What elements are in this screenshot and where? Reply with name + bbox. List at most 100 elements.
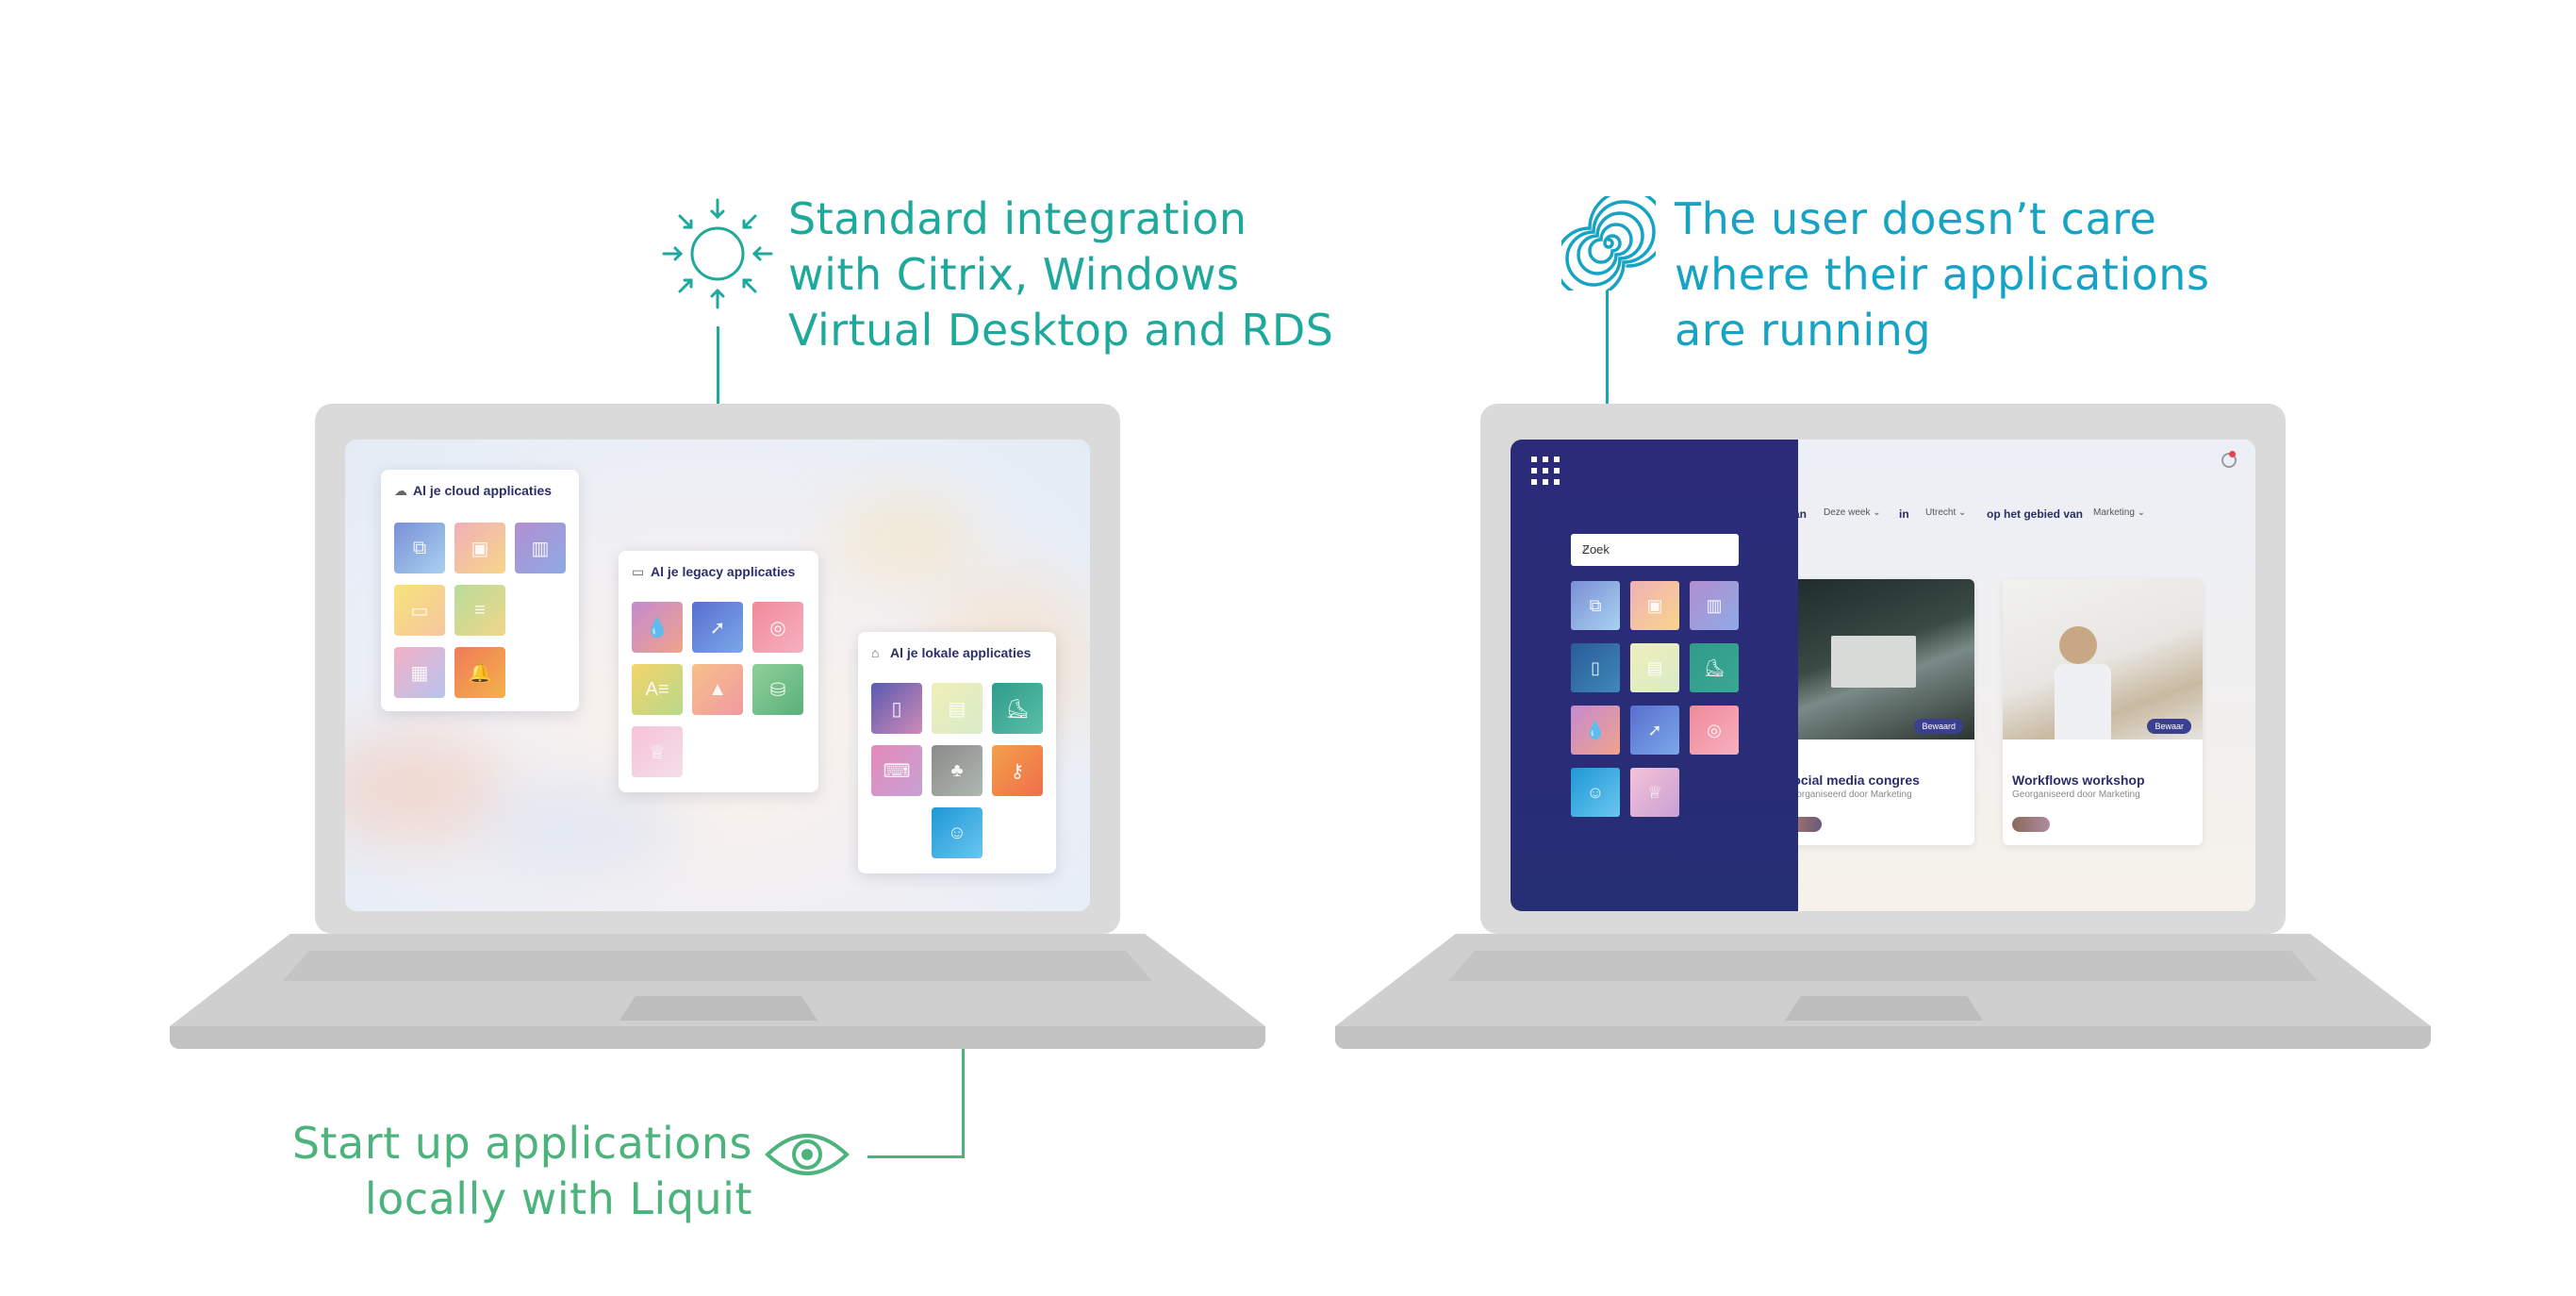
app-tile-book[interactable]: ▯ <box>871 683 922 734</box>
right-laptop-base <box>1335 1026 2431 1049</box>
user-connector-line <box>1606 291 1609 485</box>
left-laptop-keyboard <box>283 951 1152 981</box>
left-laptop-base <box>170 1026 1265 1049</box>
event-card-workflows[interactable]: Bewaar Workflows workshop Georganiseerd … <box>2003 579 2203 845</box>
integration-caption-line-2: with Citrix, Windows <box>788 249 1240 300</box>
app-tile-text[interactable]: A≡ <box>632 664 683 715</box>
local-caption-line-2: locally with Liquit <box>364 1173 752 1224</box>
event-title: Workflows workshop <box>2012 773 2145 788</box>
signal-icon: ◎ <box>769 617 786 639</box>
calendar-icon: ▦ <box>410 662 429 684</box>
filter-city[interactable]: Utrecht ⌄ <box>1925 507 1967 518</box>
book-icon: ▯ <box>1591 657 1600 677</box>
clipboard-icon: ▤ <box>1646 657 1663 677</box>
app-tile-shapes[interactable]: ⧉ <box>394 523 445 573</box>
legacy-apps-title: Al je legacy applicaties <box>651 564 796 579</box>
integration-caption-line-1: Standard integration <box>788 193 1247 244</box>
sun-icon <box>662 198 773 309</box>
drop-icon: 💧 <box>1584 720 1607 739</box>
app-tile-signal[interactable]: ◎ <box>1690 706 1739 755</box>
app-tile-layers[interactable]: ≡ <box>454 585 505 636</box>
legacy-apps-card: ▭ Al je legacy applicaties 💧 ➚ ◎ A≡ ▲ ⛁ ♕ <box>619 551 818 792</box>
app-tile-clipboard[interactable]: ▤ <box>932 683 983 734</box>
right-laptop-trackpad <box>1785 996 1983 1021</box>
app-tile-drop[interactable]: 💧 <box>632 602 683 653</box>
app-tile-basket[interactable]: ♕ <box>632 726 683 777</box>
book-icon: ▯ <box>891 698 902 720</box>
basket-icon: ♕ <box>649 741 666 763</box>
event-title: Social media congres <box>1784 773 1920 788</box>
fingerprint-icon <box>1561 196 1656 291</box>
shoe-icon: ⛸ <box>1703 657 1726 677</box>
app-tile-cursor[interactable]: ➚ <box>692 602 743 653</box>
database-icon: ⛁ <box>769 679 786 701</box>
chart-icon: ▥ <box>1706 595 1723 615</box>
chat-icon: ▭ <box>410 600 429 622</box>
feed-phrase: op het gebied van <box>1987 507 2084 521</box>
shapes-icon: ⧉ <box>412 537 427 558</box>
app-tile-book[interactable]: ▯ <box>1571 643 1620 692</box>
app-grid-icon[interactable] <box>1529 455 1561 487</box>
app-tile-chart[interactable]: ▥ <box>1690 581 1739 630</box>
app-tile-shoe[interactable]: ⛸ <box>1690 643 1739 692</box>
app-tile-key[interactable]: ⚷ <box>992 745 1043 796</box>
event-badge[interactable]: Bewaar <box>2147 719 2191 734</box>
app-tile-chart[interactable]: ▥ <box>515 523 566 573</box>
filter-week[interactable]: Deze week ⌄ <box>1824 507 1881 518</box>
app-tile-basket[interactable]: ♕ <box>1630 768 1679 817</box>
local-caption-line-1: Start up applications <box>291 1118 752 1169</box>
clipboard-icon: ▤ <box>948 698 966 720</box>
app-tile-database[interactable]: ⛁ <box>752 664 803 715</box>
cone-icon: ▲ <box>708 678 727 700</box>
user-caption: The user doesn’t care where their applic… <box>1675 191 2209 358</box>
event-subtitle: Georganiseerd door Marketing <box>2012 789 2140 800</box>
app-tile-clipboard[interactable]: ▤ <box>1630 643 1679 692</box>
user-caption-line-2: where their applications <box>1675 249 2210 300</box>
app-tile-calendar[interactable]: ▦ <box>394 647 445 698</box>
app-tile-bell[interactable]: 🔔 <box>454 647 505 698</box>
cloud-apps-card: ☁Al je cloud applicaties ⧉ ▣ ▥ ▭ ≡ ▦ 🔔 <box>381 470 579 711</box>
signal-icon: ◎ <box>1707 720 1722 739</box>
bell-icon: 🔔 <box>468 662 492 684</box>
feed-word-in: in <box>1899 507 1909 521</box>
search-icon: ⌕ <box>1582 540 1591 556</box>
app-tile-gamepad[interactable]: ⌨ <box>871 745 922 796</box>
cloud-icon: ☁ <box>394 483 407 498</box>
cursor-icon: ➚ <box>1647 720 1662 739</box>
event-subtitle: Georganiseerd door Marketing <box>1784 789 1912 800</box>
home-icon: ⌂ <box>871 645 880 660</box>
integration-caption-line-3: Virtual Desktop and RDS <box>788 305 1334 356</box>
left-laptop-screen: ☁Al je cloud applicaties ⧉ ▣ ▥ ▭ ≡ ▦ 🔔 ▭… <box>345 440 1090 911</box>
smiley-icon: ☺ <box>947 822 967 843</box>
search-input[interactable]: Zoek ⌕ <box>1571 534 1739 566</box>
app-tile-smiley[interactable]: ☺ <box>932 807 983 858</box>
app-tile-image-edit[interactable]: ▣ <box>1630 581 1679 630</box>
user-caption-line-1: The user doesn’t care <box>1675 193 2157 244</box>
drop-icon: 💧 <box>645 617 669 639</box>
left-laptop-trackpad <box>619 996 817 1021</box>
image-edit-icon: ▣ <box>471 538 489 559</box>
monitor-icon: ▭ <box>632 564 645 579</box>
event-badge[interactable]: Bewaard <box>1914 719 1963 734</box>
app-tile-tree[interactable]: ♣ <box>932 745 983 796</box>
local-caption: Start up applications locally with Liqui… <box>236 1116 752 1227</box>
key-icon: ⚷ <box>1010 760 1025 782</box>
app-tile-chat[interactable]: ▭ <box>394 585 445 636</box>
app-tile-drop[interactable]: 💧 <box>1571 706 1620 755</box>
smiley-icon: ☺ <box>1586 782 1605 802</box>
app-launcher-sidebar: Zoek ⌕ ⧉ ▣ ▥ ▯ ▤ ⛸ 💧 ➚ ◎ ☺ ♕ <box>1511 440 1798 911</box>
app-tile-shoe[interactable]: ⛸ <box>992 683 1043 734</box>
gamepad-icon: ⌨ <box>883 760 911 782</box>
app-tile-image-edit[interactable]: ▣ <box>454 523 505 573</box>
event-card-social-media[interactable]: Bewaard Social media congres Georganisee… <box>1775 579 1974 845</box>
filter-topic[interactable]: Marketing ⌄ <box>2093 507 2146 518</box>
app-tile-signal[interactable]: ◎ <box>752 602 803 653</box>
local-connector-line-h <box>867 1155 965 1158</box>
app-tile-cone[interactable]: ▲ <box>692 664 743 715</box>
app-tile-cursor[interactable]: ➚ <box>1630 706 1679 755</box>
app-tile-shapes[interactable]: ⧉ <box>1571 581 1620 630</box>
shapes-icon: ⧉ <box>1589 595 1602 615</box>
local-apps-title: Al je lokale applicaties <box>890 645 1032 660</box>
app-tile-smiley[interactable]: ☺ <box>1571 768 1620 817</box>
local-apps-card: ⌂ Al je lokale applicaties ▯ ▤ ⛸ ⌨ ♣ ⚷ ☺ <box>858 632 1056 873</box>
